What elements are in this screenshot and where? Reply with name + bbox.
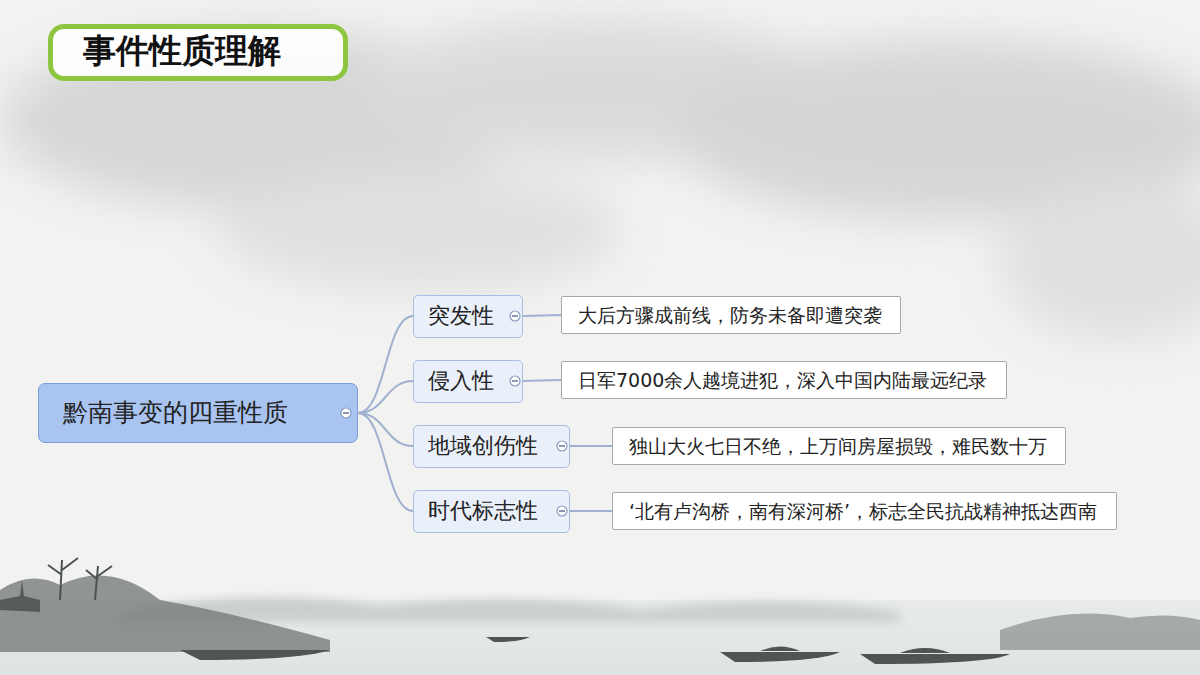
branch-connector	[523, 380, 561, 381]
branch-connector	[523, 315, 561, 316]
branch-connector	[358, 413, 413, 446]
branch-connector	[570, 445, 612, 447]
leaf-topic: 独山大火七日不绝，上万间房屋损毁，难民数十万	[612, 427, 1066, 465]
left-shore	[0, 575, 330, 652]
branch-topic: 地域创伤性	[413, 425, 570, 468]
title-text: 事件性质理解	[83, 33, 283, 70]
branch-connector	[570, 510, 612, 512]
root-topic: 黔南事变的四重性质	[38, 383, 358, 443]
branch-connector	[358, 316, 413, 413]
ink-cloud	[0, 20, 1200, 340]
node-text: 侵入性	[428, 368, 494, 394]
leaf-topic: 大后方骤成前线，防务未备即遭突袭	[561, 296, 901, 334]
leaf-topic: ‘北有卢沟桥，南有深河桥’，标志全民抗战精神抵达西南	[612, 492, 1117, 530]
collapse-icon	[510, 311, 520, 321]
node-text: 大后方骤成前线，防务未备即遭突袭	[578, 304, 882, 327]
node-text: 黔南事变的四重性质	[63, 398, 288, 428]
node-text: 独山大火七日不绝，上万间房屋损毁，难民数十万	[629, 435, 1047, 458]
collapse-icon	[557, 506, 567, 516]
node-text: ‘北有卢沟桥，南有深河桥’，标志全民抗战精神抵达西南	[629, 500, 1097, 523]
pavilion	[0, 580, 40, 612]
node-text: 时代标志性	[428, 498, 538, 524]
branch-topic: 侵入性	[413, 360, 523, 403]
node-text: 地域创伤性	[428, 433, 538, 459]
collapse-icon	[557, 441, 567, 451]
node-text: 日军7000余人越境进犯，深入中国内陆最远纪录	[578, 369, 987, 392]
leaf-topic: 日军7000余人越境进犯，深入中国内陆最远纪录	[561, 361, 1007, 399]
title-box: 事件性质理解	[48, 24, 348, 81]
right-shore	[1000, 614, 1200, 650]
branch-connector	[358, 381, 413, 413]
collapse-icon	[510, 376, 520, 386]
branch-topic: 时代标志性	[413, 490, 570, 533]
trees	[48, 558, 112, 600]
boats	[180, 637, 1010, 664]
collapse-icon	[341, 408, 351, 418]
branch-connector	[358, 413, 413, 511]
node-text: 突发性	[428, 303, 494, 329]
branch-topic: 突发性	[413, 295, 523, 338]
